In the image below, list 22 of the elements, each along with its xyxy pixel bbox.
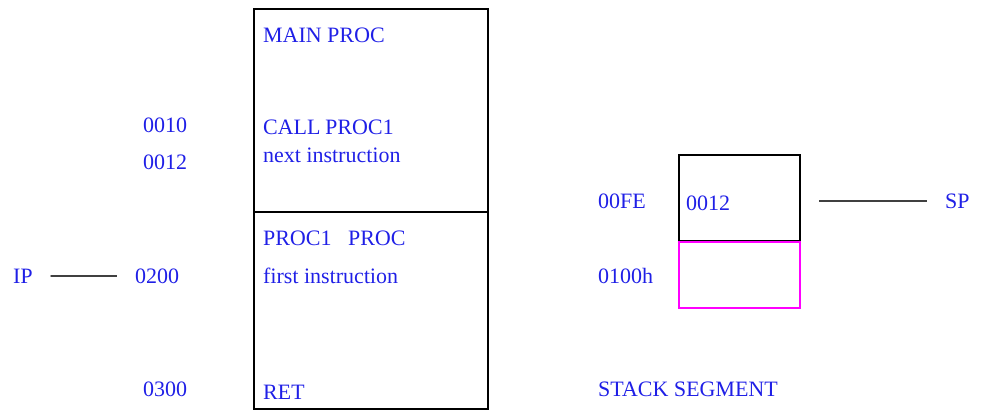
memory-block xyxy=(253,8,489,213)
connector-line xyxy=(819,200,927,202)
segment-label: STACK SEGMENT xyxy=(598,378,778,400)
stack-cell xyxy=(678,241,801,309)
stack-value: 0012 xyxy=(686,192,730,214)
address-value: 0012 xyxy=(143,151,187,173)
code-line: PROC1 PROC xyxy=(263,227,406,249)
code-line: CALL PROC1 xyxy=(263,116,394,138)
address-value: 0100h xyxy=(598,265,653,287)
code-line: first instruction xyxy=(263,265,398,287)
connector-line xyxy=(50,275,117,277)
register-name: IP xyxy=(13,265,33,287)
stack-cell xyxy=(678,154,801,242)
code-line: next instruction xyxy=(263,144,400,166)
code-line: RET xyxy=(263,381,305,403)
address-value: 00FE xyxy=(598,190,646,212)
address-value: 0010 xyxy=(143,114,187,136)
address-value: 0200 xyxy=(135,265,179,287)
register-name: SP xyxy=(945,190,970,212)
address-value: 0300 xyxy=(143,378,187,400)
code-line: MAIN PROC xyxy=(263,24,385,46)
memory-block xyxy=(253,211,489,410)
